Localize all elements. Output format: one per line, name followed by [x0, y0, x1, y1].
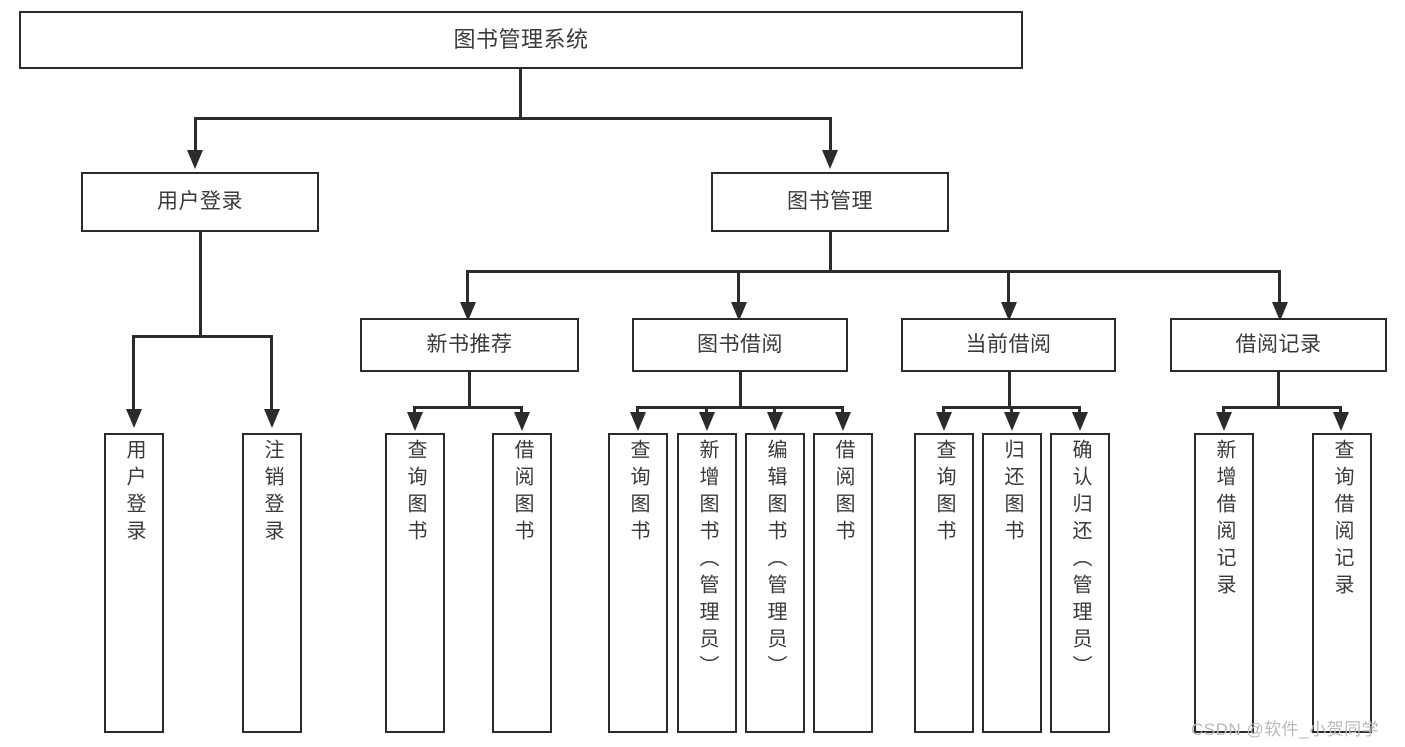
node-label: 借阅图书	[511, 439, 533, 547]
connector-user-login-bar	[132, 335, 272, 338]
connector-user-login-drop-1	[132, 335, 135, 412]
arrowhead-to-leaf-user-login	[126, 409, 142, 428]
node-label: 新书推荐	[426, 332, 513, 356]
connector-book-manage-drop-3	[1007, 270, 1010, 305]
node-book-manage[interactable]: 图书管理	[711, 172, 949, 232]
arrowhead-to-leaf-add-book	[699, 412, 715, 431]
arrowhead-to-book-borrow	[731, 302, 747, 321]
node-leaf-logout-login[interactable]: 注销登录	[242, 433, 302, 733]
node-label: 用户登录	[157, 189, 243, 213]
node-root-system[interactable]: 图书管理系统	[19, 11, 1023, 69]
node-book-borrow[interactable]: 图书借阅	[632, 318, 848, 372]
arrowhead-to-leaf-logout-login	[264, 409, 280, 428]
node-new-book-recommend[interactable]: 新书推荐	[360, 318, 579, 372]
node-user-login[interactable]: 用户登录	[81, 172, 319, 232]
node-label: 确认归还（管理员）	[1069, 439, 1091, 682]
node-leaf-query-record[interactable]: 查询借阅记录	[1312, 433, 1372, 733]
connector-book-manage-stem	[829, 232, 832, 270]
connector-borrow-record-bar	[1222, 406, 1342, 409]
node-label: 查询借阅记录	[1331, 439, 1353, 601]
node-label: 编辑图书（管理员）	[764, 439, 786, 682]
connector-book-manage-drop-2	[737, 270, 740, 305]
connector-book-manage-drop-1	[466, 270, 469, 305]
connector-new-book-bar	[413, 406, 523, 409]
arrowhead-to-current-borrow	[1001, 302, 1017, 321]
node-leaf-user-login[interactable]: 用户登录	[104, 433, 164, 733]
arrowhead-to-leaf-query-book-1	[407, 412, 423, 431]
arrowhead-to-new-book-recommend	[460, 302, 476, 321]
node-leaf-query-book-3[interactable]: 查询图书	[914, 433, 974, 733]
connector-book-borrow-stem	[739, 372, 742, 406]
node-label: 图书管理系统	[453, 27, 589, 53]
node-leaf-edit-book[interactable]: 编辑图书（管理员）	[745, 433, 805, 733]
node-current-borrow[interactable]: 当前借阅	[901, 318, 1116, 372]
connector-book-borrow-bar	[636, 406, 844, 409]
node-leaf-confirm-return[interactable]: 确认归还（管理员）	[1050, 433, 1110, 733]
arrowhead-to-leaf-return-book	[1004, 412, 1020, 431]
arrowhead-to-leaf-confirm-return	[1072, 412, 1088, 431]
node-label: 当前借阅	[965, 332, 1052, 356]
node-leaf-query-book-2[interactable]: 查询图书	[608, 433, 668, 733]
node-leaf-add-book[interactable]: 新增图书（管理员）	[677, 433, 737, 733]
arrowhead-to-leaf-query-book-3	[936, 412, 952, 431]
node-leaf-borrow-book-1[interactable]: 借阅图书	[492, 433, 552, 733]
node-label: 查询图书	[404, 439, 426, 547]
connector-root-drop-right	[829, 117, 832, 153]
node-label: 新增借阅记录	[1213, 439, 1235, 601]
connector-current-borrow-stem	[1008, 372, 1011, 406]
arrowhead-to-leaf-add-record	[1216, 412, 1232, 431]
connector-root-drop-left	[194, 117, 197, 153]
arrowhead-to-leaf-edit-book	[767, 412, 783, 431]
connector-root-stem	[519, 69, 522, 117]
node-label: 查询图书	[933, 439, 955, 547]
node-label: 新增图书（管理员）	[696, 439, 718, 682]
node-leaf-query-book-1[interactable]: 查询图书	[385, 433, 445, 733]
node-label: 借阅图书	[832, 439, 854, 547]
node-borrow-record[interactable]: 借阅记录	[1170, 318, 1387, 372]
connector-user-login-stem	[199, 232, 202, 335]
connector-borrow-record-stem	[1277, 372, 1280, 406]
arrowhead-root-to-book-manage	[822, 150, 838, 169]
arrowhead-to-leaf-query-book-2	[630, 412, 646, 431]
node-label: 归还图书	[1001, 439, 1023, 547]
node-label: 图书管理	[787, 189, 873, 213]
arrowhead-to-leaf-borrow-book-1	[514, 412, 530, 431]
connector-user-login-drop-2	[270, 335, 273, 412]
arrowhead-root-to-user-login	[187, 150, 203, 169]
node-label: 借阅记录	[1235, 332, 1322, 356]
connector-book-manage-drop-4	[1278, 270, 1281, 305]
arrowhead-to-borrow-record	[1272, 302, 1288, 321]
node-label: 图书借阅	[697, 332, 783, 356]
node-label: 查询图书	[627, 439, 649, 547]
connector-root-bar	[194, 117, 831, 120]
node-leaf-borrow-book-2[interactable]: 借阅图书	[813, 433, 873, 733]
node-leaf-add-record[interactable]: 新增借阅记录	[1194, 433, 1254, 733]
arrowhead-to-leaf-borrow-book-2	[835, 412, 851, 431]
node-label: 注销登录	[261, 439, 283, 547]
node-leaf-return-book[interactable]: 归还图书	[982, 433, 1042, 733]
connector-new-book-stem	[468, 372, 471, 406]
arrowhead-to-leaf-query-record	[1333, 412, 1349, 431]
connector-book-manage-bar	[466, 270, 1278, 273]
node-label: 用户登录	[123, 439, 145, 547]
